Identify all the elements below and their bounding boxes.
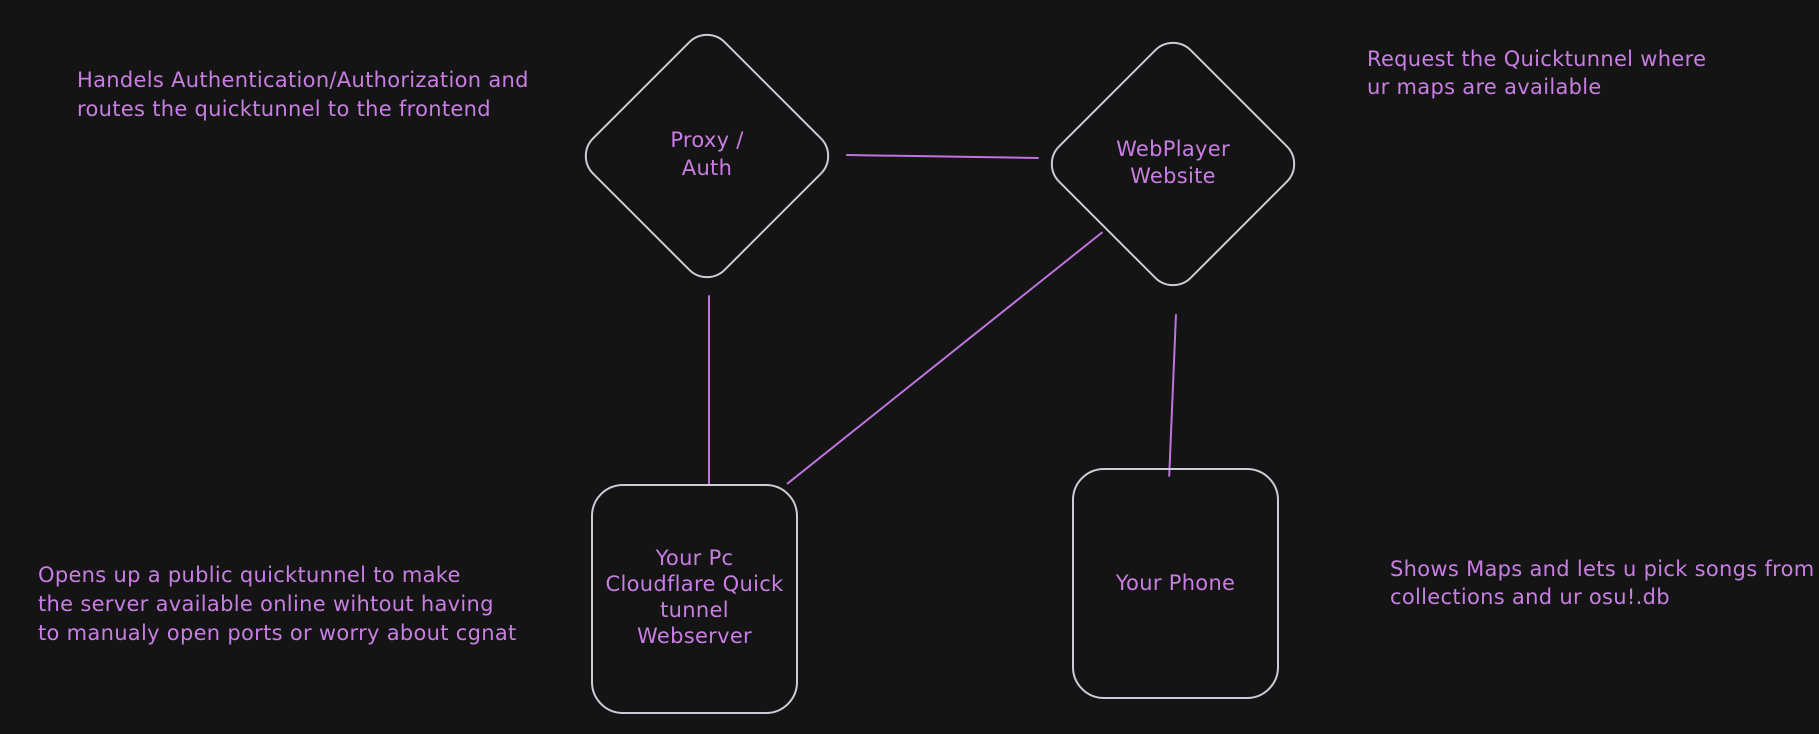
annotation-your-phone[interactable]: Shows Maps and lets u pick songs from co… (1390, 557, 1815, 609)
annotation-your-pc[interactable]: Opens up a public quicktunnel to make th… (38, 563, 517, 645)
node-your-phone[interactable] (1072, 468, 1279, 699)
node-your-pc[interactable] (591, 484, 798, 714)
edge-proxy-to-pc[interactable] (708, 295, 711, 486)
annotation-proxy-auth[interactable]: Handels Authentication/Authorization and… (77, 68, 529, 121)
edge-webplayer-to-phone[interactable] (1168, 313, 1178, 477)
annotation-webplayer[interactable]: Request the Quicktunnel where ur maps ar… (1367, 47, 1707, 99)
node-webplayer[interactable] (1040, 31, 1306, 297)
edge-webplayer-to-pc[interactable] (786, 231, 1104, 486)
node-proxy-auth[interactable] (574, 23, 840, 289)
edge-proxy-to-webplayer[interactable] (845, 154, 1039, 160)
